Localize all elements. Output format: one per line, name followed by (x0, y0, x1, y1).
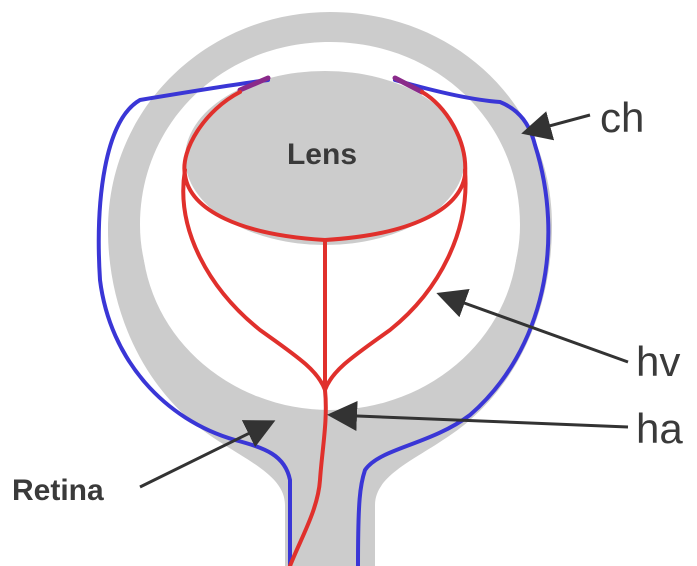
arrow-ch (527, 115, 590, 132)
label-ch: ch (600, 94, 644, 141)
label-retina: Retina (12, 474, 104, 507)
label-hv: hv (636, 338, 680, 385)
label-lens: Lens (287, 138, 357, 171)
label-ha: ha (636, 405, 683, 452)
